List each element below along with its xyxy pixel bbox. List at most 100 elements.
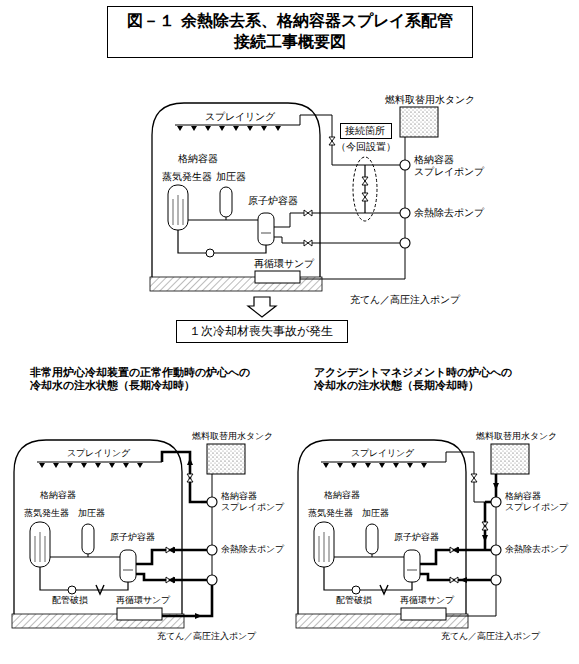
- suction-header: [496, 507, 497, 545]
- event-box: １次冷却材喪失事故が発生: [176, 320, 348, 343]
- suction-header: [405, 218, 406, 238]
- pipe-break: [380, 585, 388, 594]
- part-label: 格納容器: [324, 490, 360, 501]
- pump-symbol: [207, 497, 217, 507]
- part-label: （今回設置）: [336, 141, 396, 153]
- part-label: 格納容器 スプレイポンプ: [414, 154, 490, 178]
- part-label: 格納容器 スプレイポンプ: [221, 491, 289, 513]
- flow-arrow: [195, 613, 202, 619]
- plant-schematic: [296, 440, 529, 628]
- surge-line: [88, 554, 89, 557]
- sg-tube: [319, 536, 320, 562]
- spray-line: [162, 452, 201, 502]
- sg-tube: [329, 536, 330, 562]
- sump-line: [300, 248, 405, 279]
- spray-nozzle: [365, 463, 371, 468]
- charging-line: [274, 237, 400, 243]
- pressurizer: [82, 524, 94, 554]
- connection-marker: [353, 157, 377, 221]
- sg-tube: [178, 195, 179, 225]
- box-text: １次冷却材喪失事故が発生: [189, 324, 335, 338]
- spray-line: [201, 501, 207, 504]
- pump-symbol: [400, 160, 410, 170]
- valve-symbol: [304, 210, 312, 216]
- part-label: 原子炉容器: [394, 532, 439, 543]
- part-label: 再循環サンプ: [254, 258, 314, 270]
- coolant-pump: [68, 586, 76, 594]
- pump-symbol: [207, 575, 217, 585]
- spray-nozzle: [123, 463, 129, 468]
- part-label: スプレイリング: [67, 448, 130, 459]
- sg-tube: [40, 532, 41, 562]
- reactor-vessel: [120, 550, 136, 582]
- valve-symbol: [329, 137, 335, 145]
- panel-heading: 非常用炉心冷却装置の正常作動時の炉心への 冷却水の注水状態（長期冷却時）: [30, 366, 280, 392]
- flow-arrow: [493, 483, 499, 490]
- spray-line: [365, 165, 400, 166]
- water-tank: [491, 444, 529, 474]
- pipe-break: [96, 585, 104, 594]
- part-label: 充てん／高圧注入ポンプ: [350, 294, 460, 306]
- part-label: 燃料取替用水タンク: [192, 431, 273, 442]
- spray-nozzle: [407, 463, 413, 468]
- valve-symbol: [187, 474, 193, 482]
- pump-symbol: [491, 545, 501, 555]
- part-label: スプレイリング: [351, 448, 414, 459]
- pump-symbol: [491, 575, 501, 585]
- flow-arrow: [168, 577, 175, 583]
- sg-tube: [45, 536, 46, 562]
- spray-ring: [175, 124, 300, 125]
- containment-vessel: [298, 440, 466, 614]
- part-label: 配管破損: [336, 595, 372, 606]
- part-label: 配管破損: [52, 595, 88, 606]
- part-label: 加圧器: [78, 508, 105, 519]
- spray-nozzle: [393, 463, 399, 468]
- sg-tube: [324, 532, 325, 562]
- valve-symbol: [450, 547, 458, 553]
- part-label: 原子炉容器: [110, 532, 155, 543]
- water-tank: [400, 107, 438, 137]
- cold-leg: [40, 567, 128, 590]
- valve-symbol: [304, 240, 312, 246]
- part-label: 加圧器: [362, 508, 389, 519]
- part-label: 燃料取替用水タンク: [385, 94, 475, 106]
- spray-nozzle: [219, 126, 225, 131]
- part-label: 格納容器: [178, 153, 218, 165]
- sump: [401, 608, 446, 620]
- flow-arrow: [452, 547, 459, 553]
- hot-leg: [50, 556, 120, 557]
- suction-header: [496, 555, 497, 575]
- reactor-vessel: [258, 213, 274, 245]
- pump-symbol: [207, 545, 217, 555]
- part-label: 蒸気発生器: [162, 171, 212, 183]
- cross-connection: [364, 165, 365, 213]
- surge-line: [372, 554, 373, 557]
- part-label: 再循環サンプ: [116, 595, 170, 606]
- tank-line: [212, 474, 213, 497]
- box-text: 接続箇所: [345, 125, 387, 137]
- spray-nozzle: [233, 126, 239, 131]
- steam-generator: [314, 522, 334, 567]
- pump-symbol: [400, 208, 410, 218]
- spray-nozzle: [191, 126, 197, 131]
- coolant-pump: [206, 249, 214, 257]
- title-box: 図－１ 余熱除去系、格納容器スプレイ系配管 接続工事概要図: [107, 6, 473, 58]
- down-arrow: [248, 297, 276, 317]
- spray-nozzle: [379, 463, 385, 468]
- spray-nozzle: [247, 126, 253, 131]
- spray-ring: [37, 461, 162, 462]
- part-label: 蒸気発生器: [308, 508, 353, 519]
- plant-schematic: [12, 440, 245, 628]
- core: [407, 570, 417, 571]
- spray-nozzle: [337, 463, 343, 468]
- pressurizer: [220, 187, 232, 217]
- spray-nozzle: [53, 463, 59, 468]
- spray-nozzle: [323, 463, 329, 468]
- valve-symbol: [362, 193, 368, 201]
- suction-header: [405, 170, 406, 208]
- pressurizer: [366, 524, 378, 554]
- sump: [255, 271, 300, 283]
- spray-nozzle: [39, 463, 45, 468]
- spray-line: [446, 452, 485, 502]
